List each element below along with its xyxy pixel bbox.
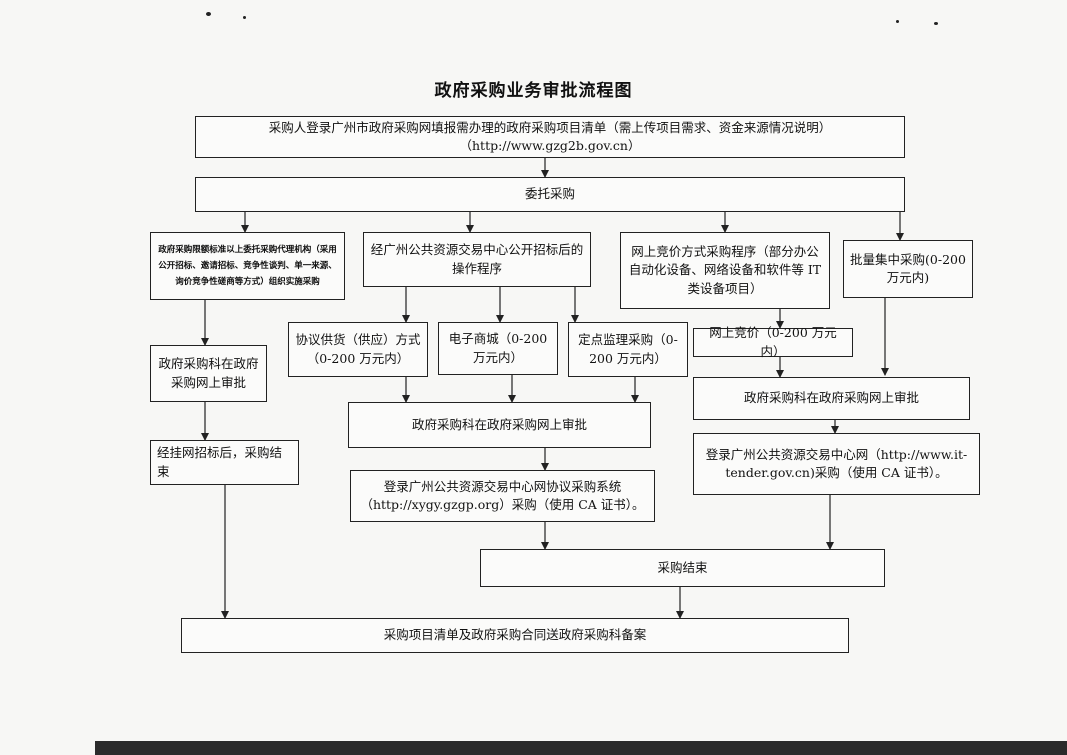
- approval-box-middle: 政府采购科在政府采购网上审批: [348, 402, 651, 448]
- online-bidding-box: 网上竞价（0-200 万元内）: [693, 325, 853, 359]
- box-label: 委托采购: [524, 186, 575, 202]
- procurement-end-left-box: 经挂网招标后，采购结束: [150, 440, 299, 485]
- procurement-end-box: 采购结束: [480, 549, 885, 587]
- protocol-supply-box: 协议供货（供应）方式（0-200 万元内）: [288, 322, 428, 377]
- login-center-box: 登录广州公共资源交易中心网（http://www.it-tender.gov.c…: [693, 433, 980, 495]
- scan-edge: [95, 741, 1067, 755]
- filing-box: 采购项目清单及政府采购合同送政府采购科备案: [181, 618, 849, 653]
- flowchart-title: 政府采购业务审批流程图: [434, 81, 633, 101]
- register-project-list-box: 采购人登录广州市政府采购网填报需办理的政府采购项目清单（需上传项目需求、资金来源…: [195, 116, 905, 158]
- entrusted-procurement-box: 委托采购: [195, 177, 905, 212]
- box-label: 采购项目清单及政府采购合同送政府采购科备案: [383, 627, 647, 643]
- batch-procurement-box: 批量集中采购(0-200万元内): [843, 240, 973, 298]
- box-label: 政府采购限额标准以上委托采购代理机构（采用公开招标、邀请招标、竞争性谈判、单一来…: [158, 244, 337, 288]
- designated-supervision-box: 定点监理采购（0-200 万元内）: [568, 322, 688, 377]
- online-bidding-procedure-box: 网上竞价方式采购程序（部分办公自动化设备、网络设备和软件等 IT 类设备项目）: [620, 232, 830, 309]
- box-label: 采购人登录广州市政府采购网填报需办理的政府采购项目清单（需上传项目需求、资金来源…: [268, 119, 832, 153]
- scan-speck: [206, 12, 211, 16]
- approval-box-left: 政府采购科在政府采购网上审批: [150, 345, 267, 402]
- scan-speck: [934, 22, 938, 25]
- box-label: 采购结束: [657, 559, 708, 575]
- box-label: 电子商城（0-200万元内）: [448, 331, 548, 365]
- agency-procurement-box: 政府采购限额标准以上委托采购代理机构（采用公开招标、邀请招标、竞争性谈判、单一来…: [150, 232, 345, 300]
- scan-speck: [243, 16, 246, 19]
- scan-speck: [896, 20, 899, 23]
- box-label: 登录广州公共资源交易中心网协议采购系统（http://xygy.gzgp.org…: [360, 478, 645, 512]
- box-label: 网上竞价方式采购程序（部分办公自动化设备、网络设备和软件等 IT 类设备项目）: [628, 244, 822, 296]
- box-label: 政府采购科在政府采购网上审批: [158, 356, 259, 390]
- box-label: 登录广州公共资源交易中心网（http://www.it-tender.gov.c…: [705, 446, 968, 480]
- box-label: 定点监理采购（0-200 万元内）: [578, 332, 678, 366]
- box-label: 政府采购科在政府采购网上审批: [743, 390, 919, 406]
- box-label: 协议供货（供应）方式（0-200 万元内）: [295, 332, 421, 366]
- box-label: 政府采购科在政府采购网上审批: [411, 416, 587, 432]
- login-protocol-system-box: 登录广州公共资源交易中心网协议采购系统（http://xygy.gzgp.org…: [350, 470, 655, 522]
- e-mall-box: 电子商城（0-200万元内）: [438, 322, 558, 375]
- box-label: 经广州公共资源交易中心公开招标后的操作程序: [370, 242, 584, 276]
- box-label: 批量集中采购(0-200万元内): [850, 251, 966, 285]
- approval-box-right: 政府采购科在政府采购网上审批: [693, 377, 970, 420]
- public-center-procedure-box: 经广州公共资源交易中心公开招标后的操作程序: [363, 232, 591, 287]
- box-label: 经挂网招标后，采购结束: [157, 445, 283, 479]
- box-label: 网上竞价（0-200 万元内）: [709, 325, 837, 359]
